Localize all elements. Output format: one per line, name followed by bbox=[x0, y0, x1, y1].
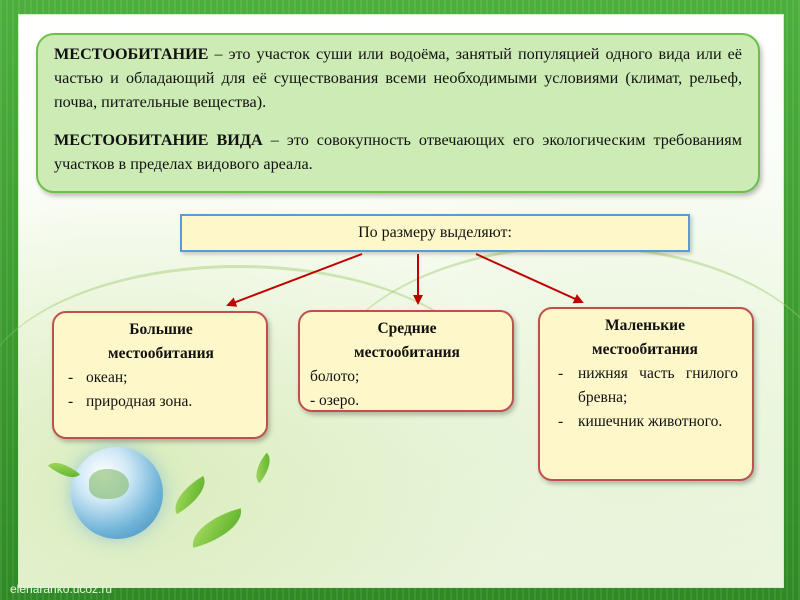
arrow-to-large bbox=[226, 253, 363, 307]
globe-decoration bbox=[71, 447, 163, 539]
category-list: нижняя часть гнилого бревна; кишечник жи… bbox=[552, 362, 738, 434]
category-title: Большие bbox=[129, 321, 193, 338]
category-list: океан; природная зона. bbox=[64, 366, 258, 414]
decor-swoosh bbox=[0, 265, 499, 528]
definition-text: – это совокупность отвечающих его эколог… bbox=[54, 131, 742, 173]
list-item: природная зона. bbox=[64, 390, 258, 414]
list-item: нижняя часть гнилого бревна; bbox=[552, 362, 738, 410]
category-large-habitats: Большие местообитания океан; природная з… bbox=[52, 311, 268, 439]
category-list: болото; - озеро. bbox=[310, 365, 504, 413]
category-title: местообитания bbox=[354, 344, 460, 361]
arrow-to-small bbox=[475, 253, 584, 304]
definition-box: МЕСТООБИТАНИЕ – это участок суши или вод… bbox=[36, 33, 760, 193]
category-medium-habitats: Средние местообитания болото; - озеро. bbox=[298, 310, 514, 412]
list-item: - озеро. bbox=[310, 392, 360, 409]
list-item: болото; bbox=[310, 368, 360, 385]
definition-habitat: МЕСТООБИТАНИЕ – это участок суши или вод… bbox=[54, 42, 742, 114]
category-small-habitats: Маленькие местообитания нижняя часть гни… bbox=[538, 307, 754, 481]
definition-species-habitat: МЕСТООБИТАНИЕ ВИДА – это совокупность от… bbox=[54, 128, 742, 176]
list-item: океан; bbox=[64, 366, 258, 390]
definition-term: МЕСТООБИТАНИЕ bbox=[54, 45, 209, 63]
category-title: Маленькие bbox=[605, 317, 685, 334]
footer-site-url: elenaranko.ucoz.ru bbox=[10, 582, 113, 596]
definition-text: – это участок суши или водоёма, занятый … bbox=[54, 45, 742, 111]
category-title: местообитания bbox=[108, 345, 214, 362]
category-title: местообитания bbox=[592, 341, 698, 358]
list-item: кишечник животного. bbox=[552, 410, 738, 434]
category-title: Средние bbox=[377, 320, 437, 337]
definition-term: МЕСТООБИТАНИЕ ВИДА bbox=[54, 131, 263, 149]
criterion-box: По размеру выделяют: bbox=[180, 214, 690, 252]
